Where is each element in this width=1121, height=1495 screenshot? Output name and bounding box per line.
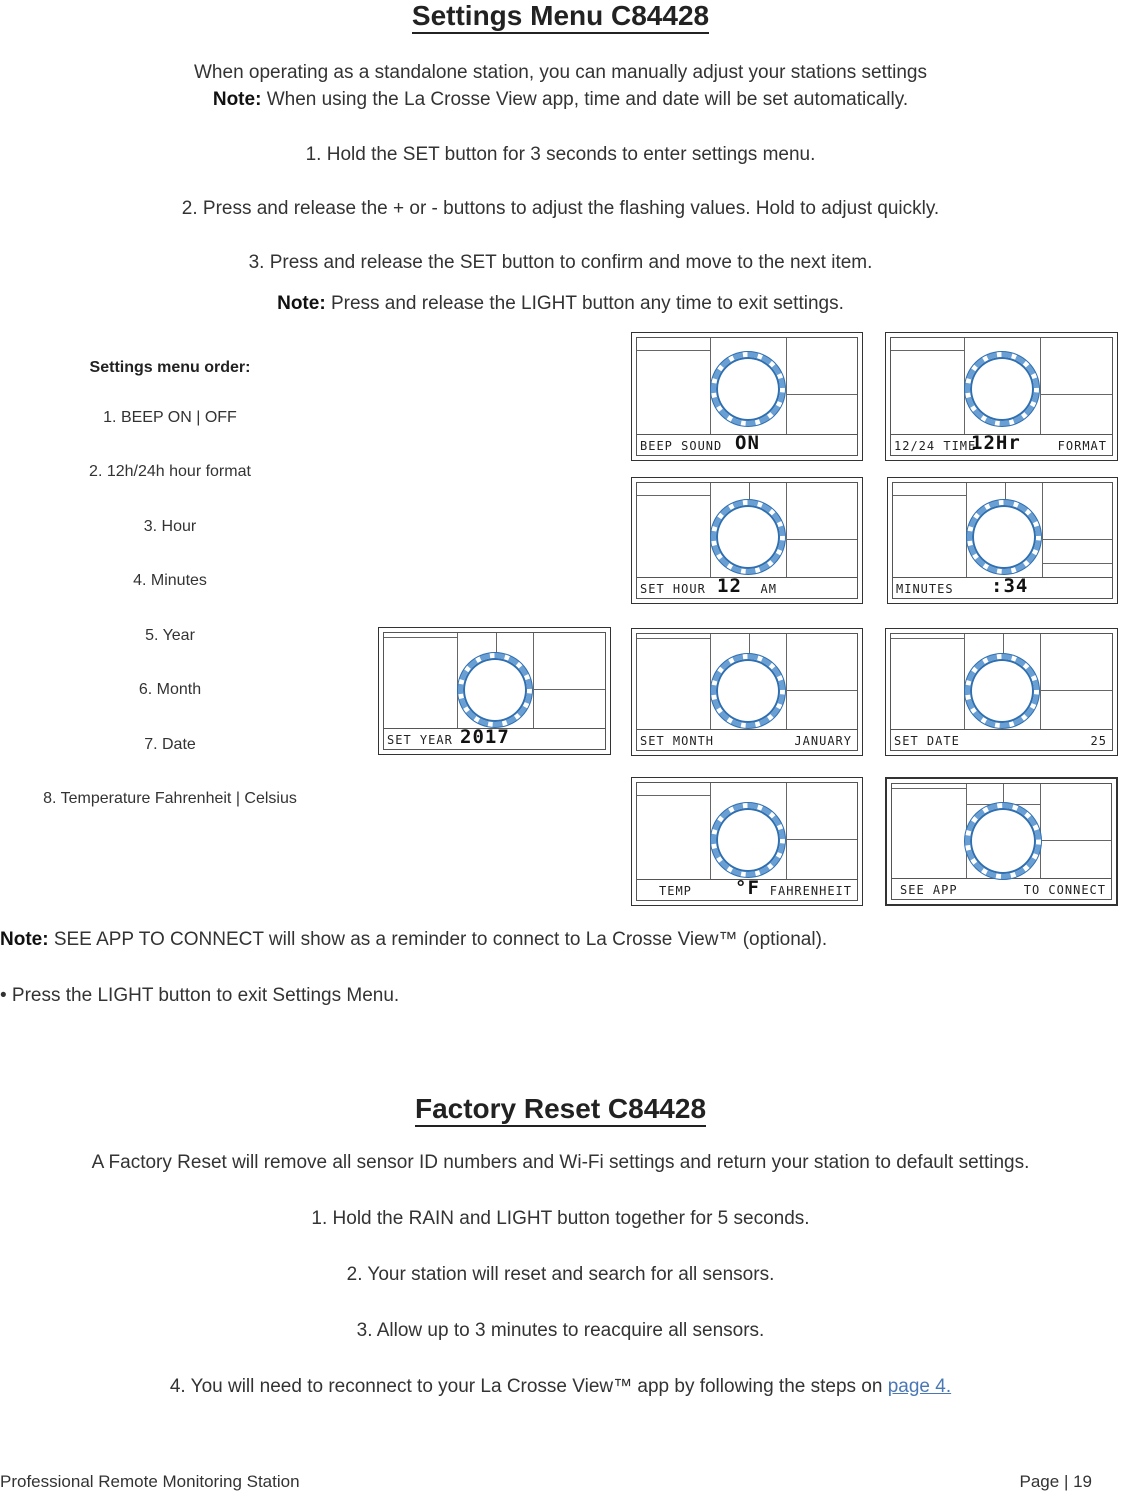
lcd-frame: SET DATE 25	[890, 633, 1113, 751]
lcd-ring	[965, 654, 1039, 728]
reset-step-4-text: 4. You will need to reconnect to your La…	[169, 1376, 888, 1397]
lcd-left-label: SET HOUR	[640, 582, 706, 596]
settings-step-3: 3. Press and release the SET button to c…	[248, 252, 873, 273]
settings-order-item: 5. Year	[145, 627, 195, 644]
settings-step-1: 1. Hold the SET button for 3 seconds to …	[305, 144, 816, 165]
reset-title: Factory Reset C84428	[0, 1093, 1121, 1127]
settings-order-item: 2. 12h/24h hour format	[89, 463, 251, 480]
lcd-ring	[967, 500, 1041, 574]
lcd-ring	[711, 500, 785, 574]
lcd-left-label: BEEP SOUND	[640, 439, 723, 453]
settings-order-item: 3. Hour	[143, 518, 197, 535]
lcd-display-date: SET DATE 25	[885, 628, 1118, 756]
lcd-right-label: FORMAT	[1057, 439, 1107, 453]
settings-order-item: 4. Minutes	[133, 572, 207, 589]
lcd-left-label: 12/24 TIME	[894, 439, 977, 453]
settings-order-item: 6. Month	[138, 681, 202, 698]
lcd-center-value: :34	[991, 575, 1029, 597]
lcd-center-value: 12	[717, 575, 742, 597]
lcd-center-value: 2017	[460, 726, 510, 748]
settings-title-text: Settings Menu C84428	[411, 0, 710, 34]
footer-product-name: Professional Remote Monitoring Station	[0, 1472, 300, 1491]
note-text: When using the La Crosse View app, time …	[261, 89, 909, 110]
lcd-frame: 12/24 TIME 12Hr FORMAT	[890, 337, 1113, 456]
reset-title-text: Factory Reset C84428	[414, 1093, 707, 1127]
settings-bullet-exit: • Press the LIGHT button to exit Setting…	[0, 985, 400, 1006]
lcd-left-label: MINUTES	[896, 582, 954, 596]
settings-note-auto: Note: When using the La Crosse View app,…	[0, 89, 1121, 111]
note-label: Note:	[277, 293, 326, 314]
lcd-frame: BEEP SOUND ON	[636, 337, 858, 456]
reset-step-1: 1. Hold the RAIN and LIGHT button togeth…	[311, 1208, 810, 1229]
lcd-left-label: SEE APP	[900, 883, 958, 897]
lcd-frame: SET YEAR 2017	[383, 632, 606, 750]
settings-step-2: 2. Press and release the + or - buttons …	[181, 198, 940, 219]
lcd-display-temperature: TEMP °F FAHRENHEIT	[631, 777, 863, 906]
lcd-display-hour: SET HOUR 12 AM	[631, 477, 863, 604]
lcd-center-value: °F	[735, 877, 760, 899]
lcd-frame: SET MONTH JANUARY	[636, 633, 858, 751]
lcd-ring	[965, 803, 1041, 879]
lcd-right-label: 25	[1090, 734, 1107, 748]
lcd-frame: TEMP °F FAHRENHEIT	[636, 782, 858, 901]
lcd-ring	[711, 803, 785, 877]
reset-intro: A Factory Reset will remove all sensor I…	[91, 1152, 1030, 1173]
settings-note-exit: Note: Press and release the LIGHT button…	[0, 293, 1121, 315]
note-label: Note:	[212, 89, 262, 110]
lcd-right-label: JANUARY	[794, 734, 852, 748]
reset-step-4: 4. You will need to reconnect to your La…	[0, 1376, 1121, 1398]
lcd-ring	[458, 653, 532, 727]
lcd-frame: SEE APP TO CONNECT	[891, 783, 1112, 900]
reset-step-3: 3. Allow up to 3 minutes to reacquire al…	[356, 1320, 765, 1341]
lcd-display-minutes: MINUTES :34	[887, 477, 1118, 604]
reset-step-2: 2. Your station will reset and search fo…	[346, 1264, 775, 1285]
settings-note-app: Note: SEE APP TO CONNECT will show as a …	[0, 929, 827, 951]
lcd-display-see-app: SEE APP TO CONNECT	[885, 777, 1118, 906]
lcd-display-year: SET YEAR 2017	[378, 627, 611, 755]
lcd-left-label: SET DATE	[894, 734, 960, 748]
settings-order-item: 7. Date	[144, 736, 196, 753]
lcd-left-label: TEMP	[659, 884, 692, 898]
page-4-link[interactable]: page 4.	[887, 1376, 952, 1397]
note-label: Note:	[0, 929, 49, 950]
settings-order-title: Settings menu order:	[89, 359, 251, 376]
lcd-ring	[711, 352, 785, 426]
lcd-frame: MINUTES :34	[892, 482, 1113, 599]
settings-intro: When operating as a standalone station, …	[194, 62, 927, 83]
settings-order-item: 1. BEEP ON | OFF	[103, 409, 237, 426]
lcd-ring	[711, 654, 785, 728]
note-text: SEE APP TO CONNECT will show as a remind…	[48, 929, 828, 950]
lcd-display-time-format: 12/24 TIME 12Hr FORMAT	[885, 332, 1118, 461]
settings-title: Settings Menu C84428	[0, 0, 1121, 34]
settings-order-item: 8. Temperature Fahrenheit | Celsius	[43, 790, 297, 807]
footer-page-number: Page | 19	[1019, 1472, 1092, 1491]
note-text: Press and release the LIGHT button any t…	[325, 293, 844, 314]
lcd-center-value: 12Hr	[971, 432, 1021, 454]
lcd-right-label: TO CONNECT	[1023, 883, 1106, 897]
lcd-frame: SET HOUR 12 AM	[636, 482, 858, 599]
lcd-center-value: ON	[735, 432, 760, 454]
lcd-right-label: AM	[760, 582, 777, 596]
lcd-display-beep: BEEP SOUND ON	[631, 332, 863, 461]
lcd-left-label: SET MONTH	[640, 734, 715, 748]
lcd-display-month: SET MONTH JANUARY	[631, 628, 863, 756]
lcd-left-label: SET YEAR	[387, 733, 453, 747]
lcd-right-label: FAHRENHEIT	[769, 884, 852, 898]
lcd-ring	[965, 352, 1039, 426]
